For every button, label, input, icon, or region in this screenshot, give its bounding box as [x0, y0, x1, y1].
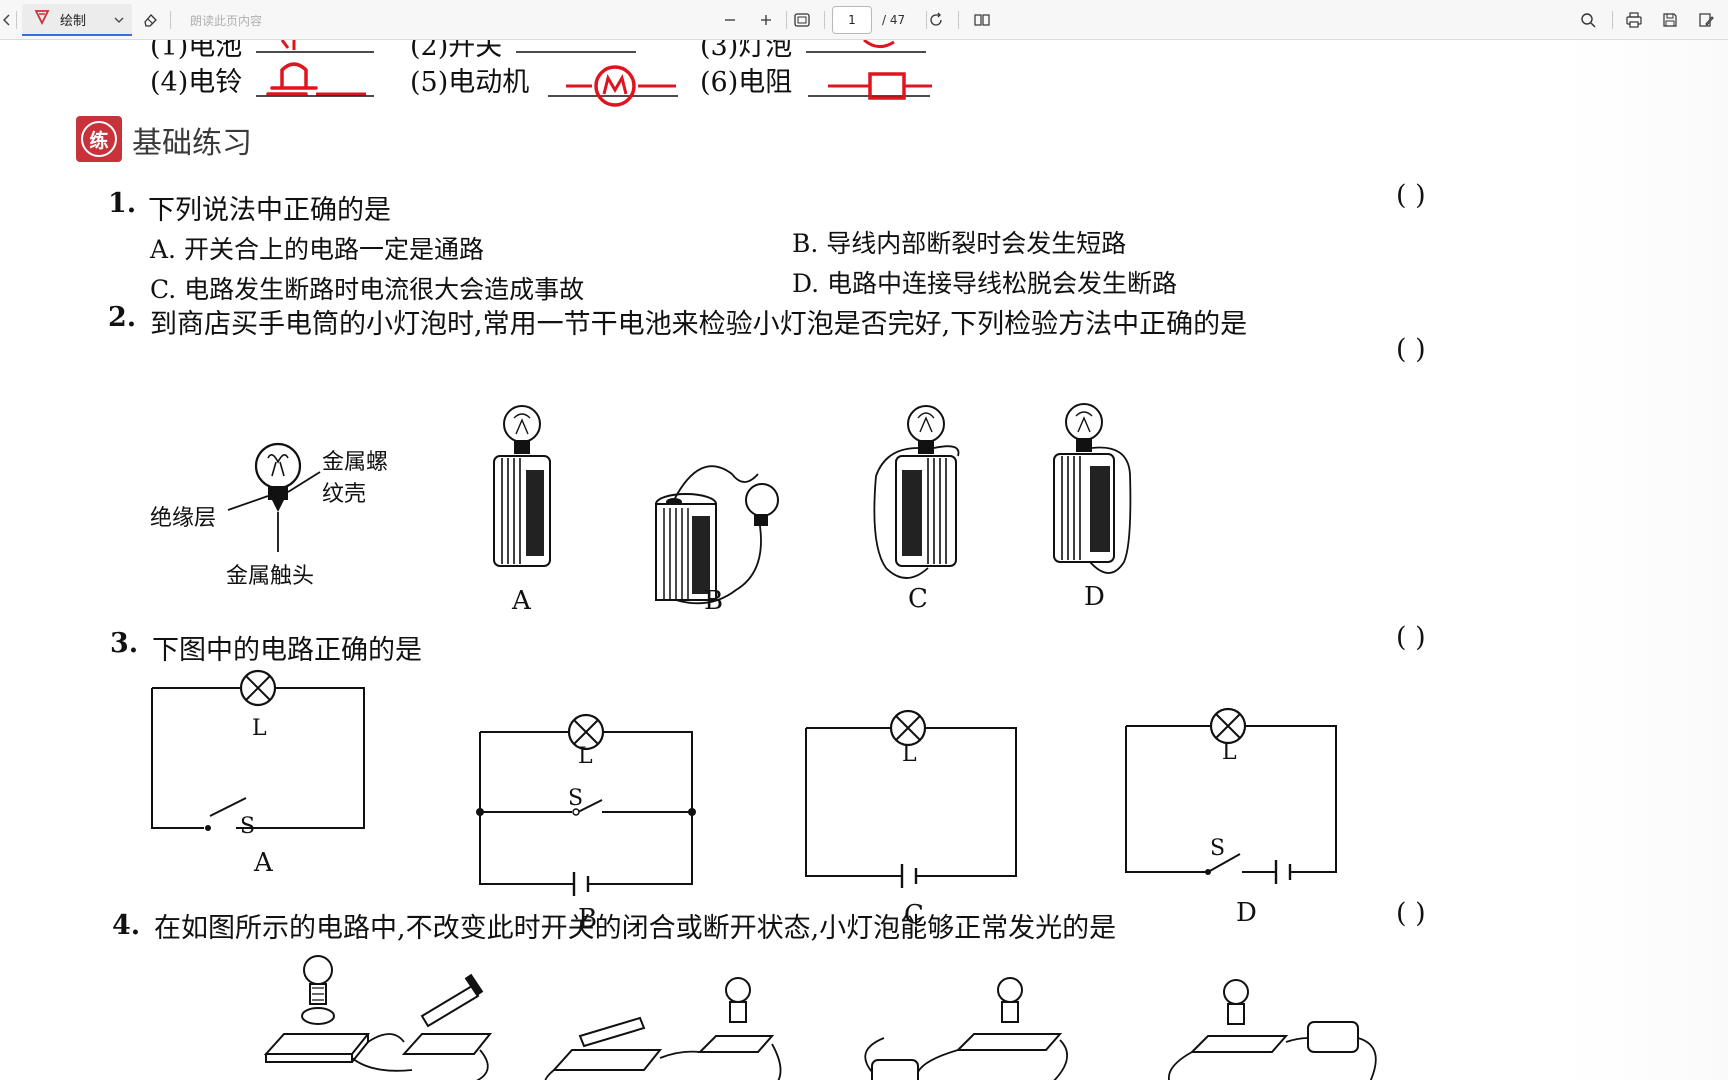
fit-page-icon[interactable] [788, 6, 816, 34]
blank-line [256, 40, 374, 53]
label-metal-screw-shell: 金属螺 [322, 450, 389, 475]
circuit-label-d: D [1236, 898, 1257, 928]
circuit-d-switch-label: S [1210, 836, 1226, 861]
back-chevron-icon[interactable] [0, 6, 14, 34]
page-number-input[interactable]: 1 [832, 6, 872, 34]
header-item-bell: (4)电铃 [150, 67, 243, 98]
rotate-icon[interactable] [922, 6, 950, 34]
circuit-label-c: C [904, 900, 924, 930]
q4-number: 4. [112, 910, 141, 941]
read-aloud-button[interactable]: 朗读此页内容 [190, 13, 263, 28]
battery-test-figure-c [873, 405, 960, 579]
bell-symbol-annotation [256, 62, 374, 97]
header-item-switch: (2)开关 [410, 40, 503, 62]
chevron-down-icon[interactable] [114, 13, 124, 26]
circuit-b-lamp-label: L [578, 744, 593, 769]
q2-text: 到商店买手电筒的小灯泡时,常用一节干电池来检验小灯泡是否完好,下列检验方法中正确… [150, 309, 1248, 340]
q1-text: 下列说法中正确的是 [148, 195, 391, 226]
circuit-label-b: B [578, 904, 598, 934]
q3-answer-paren[interactable]: ( ) [1396, 622, 1426, 653]
apparatus-figure-b [544, 977, 782, 1080]
header-item-resistor: (6)电阻 [700, 67, 793, 98]
header-item-motor: (5)电动机 [410, 67, 530, 98]
q1-option-c: C. 电路发生断路时电流很大会造成事故 [150, 275, 585, 304]
eraser-icon[interactable] [136, 6, 164, 34]
apparatus-figure-c [864, 977, 1069, 1080]
label-metal-screw-shell-2: 纹壳 [322, 482, 367, 507]
figure-label-b: B [704, 586, 724, 616]
draw-label: 绘制 [60, 13, 87, 29]
q2-answer-paren[interactable]: ( ) [1396, 334, 1426, 365]
two-page-view-icon[interactable] [968, 6, 996, 34]
q1-number: 1. [108, 188, 137, 219]
section-badge-icon: 练 [76, 116, 122, 162]
battery-test-figure-b [655, 465, 779, 605]
q4-answer-paren[interactable]: ( ) [1396, 898, 1426, 929]
q3-text: 下图中的电路正确的是 [152, 635, 422, 666]
label-insulation-layer: 绝缘层 [150, 506, 217, 531]
motor-symbol-annotation [548, 65, 678, 107]
label-metal-contact: 金属触头 [226, 564, 315, 589]
blank-line [516, 51, 636, 53]
circuit-label-a: A [254, 848, 273, 878]
print-icon[interactable] [1620, 6, 1648, 34]
search-icon[interactable] [1574, 6, 1602, 34]
resistor-symbol-annotation [808, 72, 932, 100]
document-page[interactable]: (1)电池 (2)开关 (3)灯泡 (4)电铃 (5)电动机 (6)电阻 练 [0, 40, 1728, 1080]
blank-line [806, 40, 926, 53]
q1-option-a: A. 开关合上的电路一定是通路 [150, 235, 484, 264]
circuit-figure-b [476, 713, 696, 896]
section-title: 基础练习 [132, 126, 252, 161]
figure-label-d: D [1084, 582, 1105, 612]
apparatus-figure-a [263, 955, 493, 1080]
bulb-anatomy-diagram [227, 442, 321, 552]
edit-note-icon[interactable] [1692, 6, 1720, 34]
q2-number: 2. [108, 302, 137, 333]
zoom-in-icon[interactable] [752, 6, 780, 34]
circuit-a-switch-label: S [240, 814, 256, 839]
q1-option-b: B. 导线内部断裂时会发生短路 [792, 229, 1127, 258]
save-icon[interactable] [1656, 6, 1684, 34]
figure-label-c: C [908, 584, 928, 614]
circuit-figure-d [1125, 707, 1337, 884]
page-total: / 47 [882, 13, 906, 27]
circuit-b-switch-label: S [568, 786, 584, 811]
q3-number: 3. [110, 628, 139, 659]
header-item-lamp: (3)灯泡 [700, 40, 793, 62]
circuit-figure-a [151, 669, 365, 831]
circuit-a-lamp-label: L [252, 716, 267, 741]
q1-option-d: D. 电路中连接导线松脱会发生断路 [792, 269, 1178, 298]
header-item-battery: (1)电池 [150, 40, 243, 62]
battery-test-figure-a [493, 405, 551, 567]
zoom-out-icon[interactable] [716, 6, 744, 34]
apparatus-figure-d [1167, 979, 1377, 1080]
circuit-c-lamp-label: L [902, 742, 917, 767]
draw-pen-icon [34, 9, 50, 29]
battery-test-figure-d [1053, 403, 1132, 574]
circuit-figure-c [805, 709, 1017, 888]
toolbar: 绘制 朗读此页内容 1 / 47 [0, 0, 1728, 40]
q1-answer-paren[interactable]: ( ) [1396, 180, 1426, 211]
figure-label-a: A [512, 586, 531, 616]
q4-text: 在如图所示的电路中,不改变此时开关的闭合或断开状态,小灯泡能够正常发光的是 [154, 913, 1117, 944]
circuit-d-lamp-label: L [1222, 740, 1237, 765]
draw-button[interactable]: 绘制 [22, 4, 132, 36]
